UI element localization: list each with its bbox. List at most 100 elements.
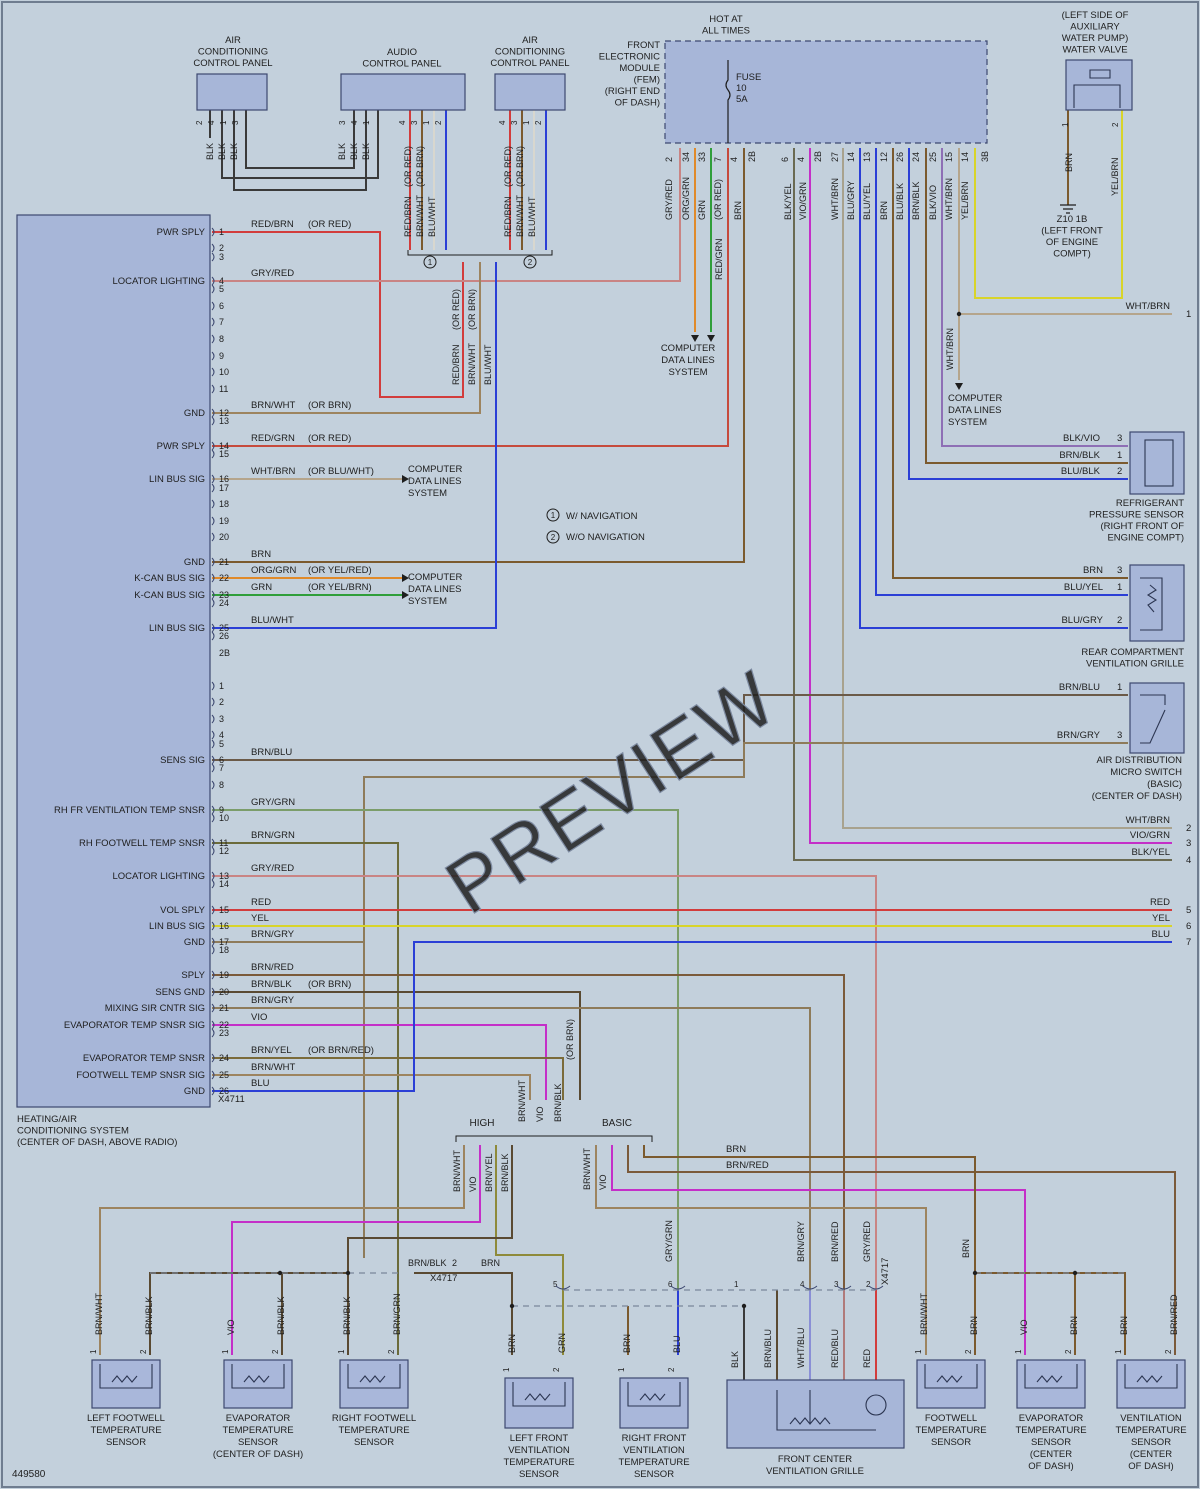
- sensor-label: EVAPORATOR: [226, 1413, 291, 1424]
- module-pin-label: FOOTWELL TEMP SNSR SIG: [76, 1070, 205, 1081]
- fem-wire: BRN/BLK: [911, 181, 921, 220]
- x4717-pin: 4: [800, 1280, 805, 1289]
- diagram-id: 449580: [12, 1469, 46, 1480]
- sensor-wire: BRN/WHT: [919, 1293, 929, 1335]
- fem-pin: 14: [846, 152, 856, 162]
- audio-wire-alt: (OR RED): [503, 146, 513, 187]
- fem-pin: 27: [830, 152, 840, 162]
- sensor-wire: BRN: [969, 1316, 979, 1335]
- fem-wire: BLK/YEL: [783, 183, 793, 220]
- panel-wire-label: BLK: [229, 143, 239, 160]
- wire-label: ORG/GRN: [251, 565, 297, 576]
- pin-mark: [211, 921, 215, 931]
- pin-2: 2: [452, 1258, 457, 1268]
- arrow-down: [691, 335, 699, 342]
- rear-grille-label: REAR COMPARTMENT: [1081, 647, 1184, 658]
- module-pin-label: LOCATOR LIGHTING: [112, 276, 205, 287]
- panel-pin: 3: [231, 120, 240, 125]
- pin-number: 20: [219, 532, 229, 542]
- wire-label: WHT/BRN: [251, 466, 295, 477]
- panel-pin: 1: [219, 120, 228, 125]
- sensor-wire: BRN: [507, 1334, 517, 1353]
- splice-dot: [972, 1270, 978, 1276]
- pin-mark: [211, 970, 215, 980]
- pin-number: 8: [219, 780, 224, 790]
- pin-mark: [211, 813, 215, 823]
- pin-number: 22: [219, 573, 229, 583]
- right-pin: 6: [1186, 921, 1191, 932]
- switch-pin: 1: [1117, 682, 1122, 693]
- computer-data-lines-d: COMPUTER: [408, 572, 463, 583]
- temperature-sensor: [223, 1359, 293, 1409]
- computer-data-lines-c: DATA LINES: [408, 476, 462, 487]
- basic-down-wire: BRN/WHT: [582, 1148, 592, 1190]
- panel-pin: 4: [350, 120, 359, 125]
- ground-z10-label: (LEFT FRONT: [1041, 226, 1103, 237]
- computer-data-lines-b: COMPUTER: [948, 393, 1003, 404]
- thermistor-symbol: [347, 1364, 401, 1389]
- valve-symbol: [1073, 69, 1121, 108]
- pin-number: 2: [219, 243, 224, 253]
- wire-alt-label: (OR BRN/RED): [308, 1045, 374, 1056]
- arrow-down: [707, 335, 715, 342]
- grille-symbol: [1140, 577, 1163, 631]
- hot-at-all-times: ALL TIMES: [702, 26, 750, 37]
- pin-number: 7: [219, 317, 224, 327]
- grille-diode: [865, 1394, 887, 1416]
- grille-pin: 2: [1117, 615, 1122, 626]
- panel-pin: 4: [398, 120, 407, 125]
- wire-alt-label: (OR YEL/RED): [308, 565, 372, 576]
- pin-number: 16: [219, 474, 229, 484]
- sensor-wire: GRN: [557, 1333, 567, 1353]
- audio-wire: RED/BRN: [403, 196, 413, 237]
- pin-number: 5: [219, 284, 224, 294]
- wire-label: BRN/BLK: [251, 979, 292, 990]
- pin-mark: [211, 905, 215, 915]
- pin-mark: [211, 631, 215, 641]
- sensor-pin: 2: [139, 1349, 148, 1354]
- pin-number: 11: [219, 384, 228, 394]
- thermistor-symbol: [99, 1364, 153, 1389]
- ref-wire-label: BRN/BLK: [1059, 450, 1100, 461]
- fem-pin: 2B: [747, 151, 757, 162]
- nav-mark-1: [423, 255, 437, 269]
- pin-mark: [211, 334, 215, 344]
- wire-label: BLU: [251, 1078, 270, 1089]
- module-pin-label: LOCATOR LIGHTING: [112, 871, 205, 882]
- fem-pin: 33: [697, 152, 707, 162]
- legend-with-nav: W/ NAVIGATION: [566, 511, 638, 522]
- sensor-wire: BLU: [672, 1335, 682, 1353]
- sensor-wire: BLK: [730, 1351, 740, 1368]
- module-pin-label: EVAPORATOR TEMP SNSR: [83, 1053, 205, 1064]
- pin-number: 5: [219, 739, 224, 749]
- wire-label: YEL: [251, 913, 269, 924]
- module-pin-label: PWR SPLY: [157, 441, 206, 452]
- nav-bracket: [407, 250, 553, 256]
- panel-pin: 4: [207, 120, 216, 125]
- refrigerant-label: ENGINE COMPT): [1107, 533, 1184, 544]
- aux-wire: BRN: [1064, 153, 1074, 172]
- connector-x4717-a: X4717: [880, 1258, 891, 1285]
- mid-wire: BLU/WHT: [483, 344, 493, 385]
- panel-pin: 3: [510, 120, 519, 125]
- panel-wire-label: BLK: [217, 143, 227, 160]
- wire-label: BLU/WHT: [251, 615, 294, 626]
- fem-pin: 2B: [813, 151, 823, 162]
- pin-mark: [211, 937, 215, 947]
- components: [16, 40, 1185, 1449]
- fem-pin: 7: [713, 157, 723, 162]
- sensor-pin: 1: [914, 1349, 923, 1354]
- fuse-label: 10: [736, 83, 747, 94]
- nav-mark-2: [523, 255, 537, 269]
- sensor-pin: 1: [502, 1367, 511, 1372]
- brn-label: BRN: [961, 1239, 971, 1258]
- splice-dot: [741, 1303, 747, 1309]
- fem-pin: 13: [862, 152, 872, 162]
- pin-number: 14: [219, 879, 229, 889]
- module-pin-label: GND: [184, 1086, 205, 1097]
- sensor-label: TEMPERATURE: [222, 1425, 293, 1436]
- aux-wire: YEL/BRN: [1110, 157, 1120, 196]
- panel-pin: 3: [338, 120, 347, 125]
- sensor-label: SENSOR: [634, 1469, 674, 1480]
- pin-mark: [211, 449, 215, 459]
